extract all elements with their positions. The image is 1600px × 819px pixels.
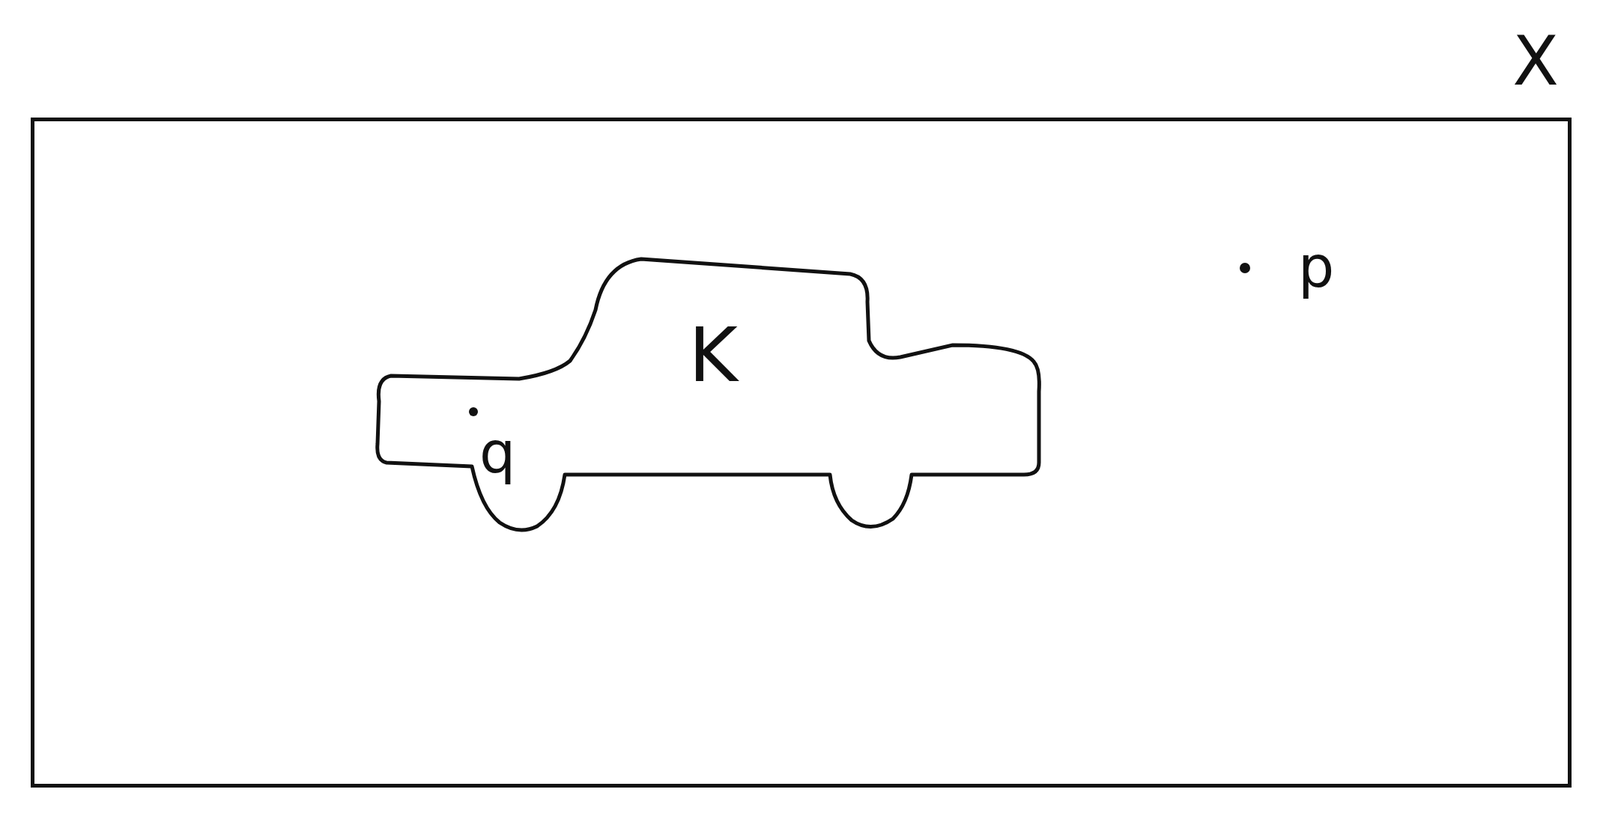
point-dot xyxy=(1239,262,1248,271)
car-path xyxy=(377,259,1040,531)
space-rectangle: XKqp xyxy=(30,117,1572,789)
car-outline xyxy=(376,256,1040,530)
point-dot xyxy=(468,407,478,417)
point-label: p xyxy=(1298,238,1335,296)
region-name: X xyxy=(1512,27,1559,96)
point-dot xyxy=(1239,262,1251,274)
region-name: K xyxy=(688,318,738,394)
point-label: q xyxy=(479,424,516,482)
region-outline: Kq xyxy=(376,256,1040,530)
